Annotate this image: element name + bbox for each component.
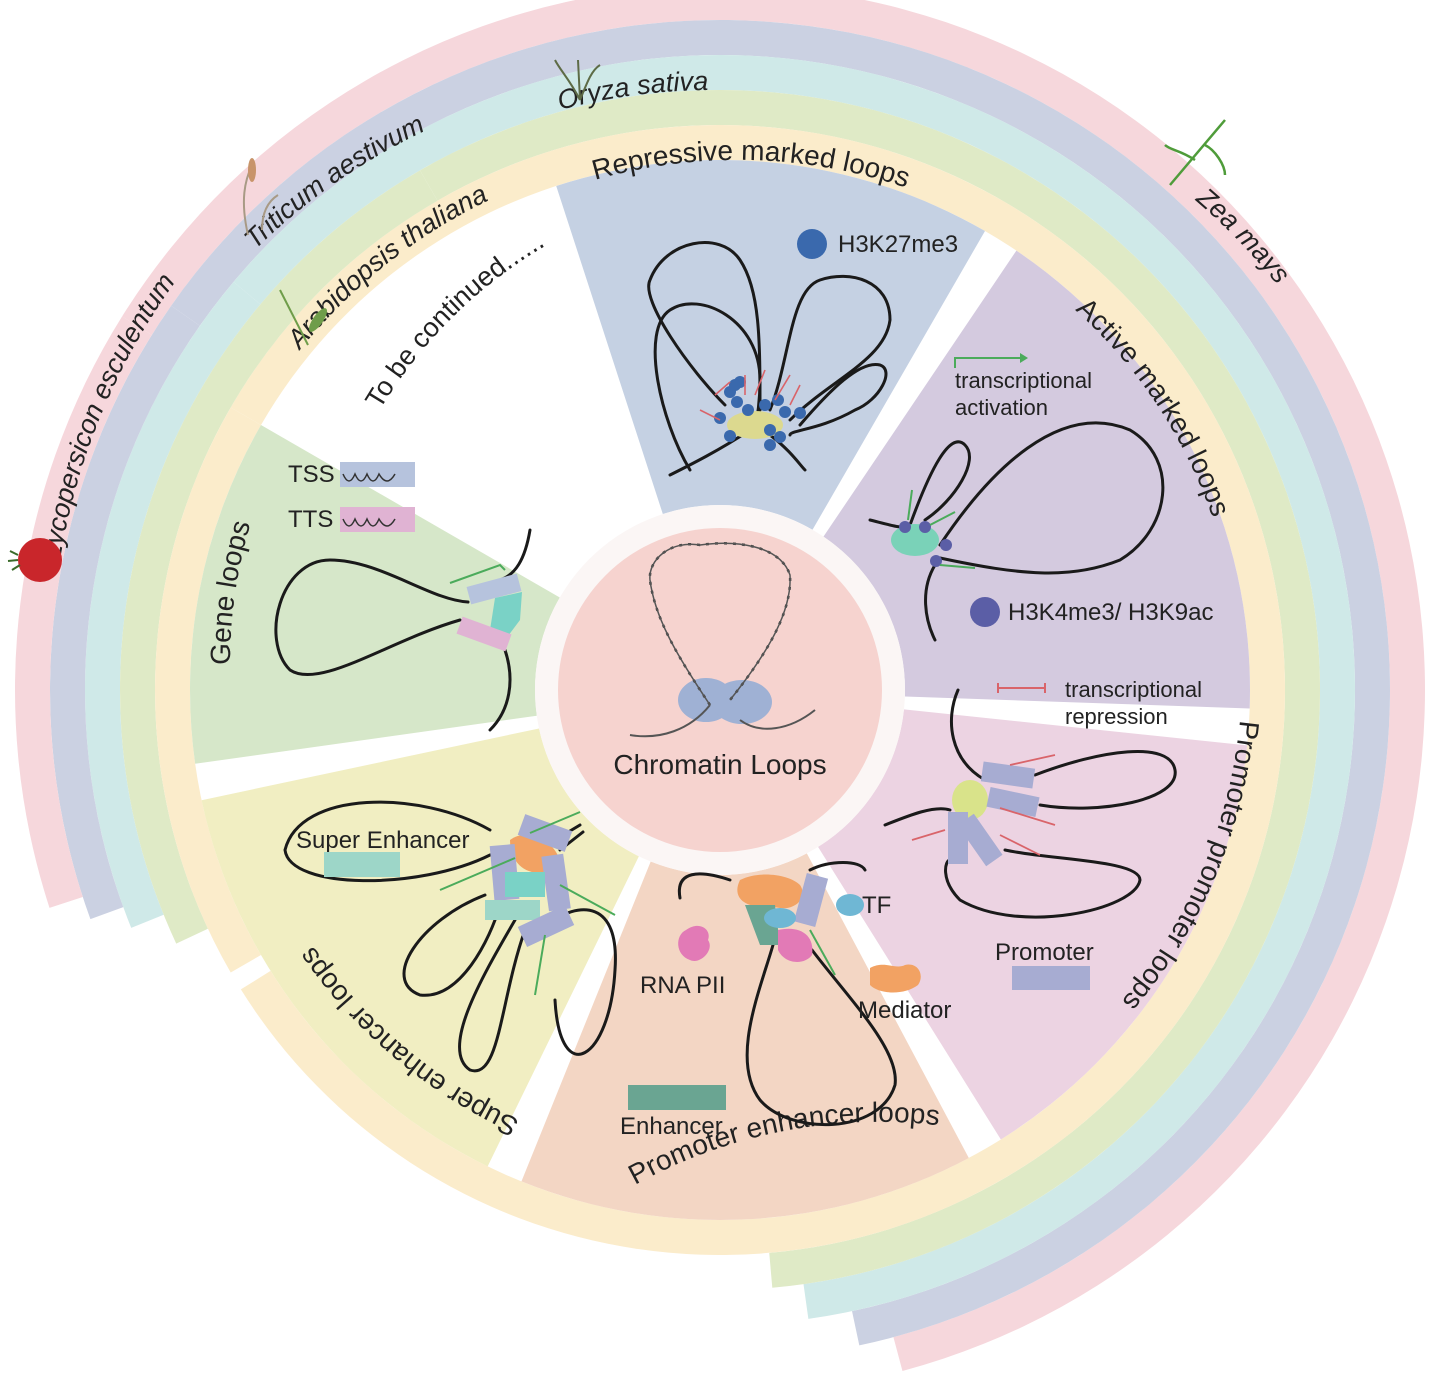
rna-pii-legend-label: RNA PII — [640, 972, 725, 999]
tss-legend-label: TSS — [288, 461, 335, 488]
central-chromatin-loop-icon — [629, 542, 816, 738]
species-ring-left-segment — [119, 170, 438, 944]
rna-pii-legend-icon — [678, 925, 710, 961]
mediator-legend-label: Mediator — [858, 997, 951, 1024]
species-ring-left-segment — [50, 305, 200, 920]
sector-gene — [190, 425, 560, 764]
h3k27me3-dot — [774, 431, 786, 443]
promoter-legend-swatch — [1012, 966, 1090, 990]
h3k27me3-dot — [742, 404, 754, 416]
tf-legend-label: TF — [862, 892, 891, 919]
promoter-promoter-illustration — [883, 688, 1177, 919]
h3k27me3-legend-dot — [797, 229, 827, 259]
chromatin-tail-right — [739, 709, 816, 730]
h3k27me3-legend-label: H3K27me3 — [838, 231, 958, 258]
h3k4me3-legend-label: H3K4me3/ H3K9ac — [1008, 599, 1213, 626]
h3k4me3-legend-dot — [970, 597, 1000, 627]
activation-arrowhead-icon — [1020, 353, 1028, 363]
center-title: Chromatin Loops — [613, 749, 826, 780]
promoter-enhancer-illustration — [677, 861, 897, 1127]
sector-promoter-enhancer — [521, 853, 969, 1220]
promoter-legend-label: Promoter — [995, 939, 1094, 966]
anchor-protein-right — [712, 680, 772, 724]
species-ring-left-segment — [14, 316, 152, 908]
h3k27me3-dot — [729, 379, 741, 391]
h3k27me3-marks — [699, 369, 806, 451]
h3k27me3-dot — [759, 399, 771, 411]
sector-repressive — [556, 160, 985, 530]
repressive-loops-illustration — [647, 241, 892, 477]
repression-mark — [789, 384, 801, 406]
tss-legend-swatch — [340, 462, 415, 487]
arabidopsis-icon — [279, 289, 328, 346]
rice-icon — [554, 59, 601, 101]
h3k27me3-dot — [764, 439, 776, 451]
repression-mark — [774, 374, 791, 401]
enhancer-legend-swatch — [628, 1085, 726, 1110]
super-enhancer-illustration — [283, 800, 617, 1073]
tts-legend-label: TTS — [288, 506, 333, 533]
super-enhancer-legend-swatch — [324, 852, 400, 877]
h3k27me3-dot — [724, 430, 736, 442]
enhancer-legend-label: Enhancer — [620, 1113, 723, 1140]
h3k27me3-dot — [731, 396, 743, 408]
activation-arrow-icon — [954, 357, 1020, 368]
h3k27me3-dot — [764, 424, 776, 436]
h3k27me3-dot — [772, 394, 784, 406]
sector-active — [823, 250, 1250, 709]
h3k27me3-dot — [779, 406, 791, 418]
mediator-legend-icon — [870, 964, 921, 993]
h3k27me3-dot — [794, 407, 806, 419]
sector-promoter-promoter — [818, 709, 1248, 1140]
repression-mark — [699, 409, 721, 421]
tss-chromatin-icon — [342, 472, 396, 482]
active-loops-illustration — [868, 421, 1165, 642]
species-ring-triticum — [233, 54, 1356, 1319]
chromatin-fiber-core — [649, 542, 791, 706]
super-enhancer-legend-label: Super Enhancer — [296, 827, 469, 854]
tts-chromatin-icon — [342, 517, 396, 527]
h3k27me3-dot — [714, 412, 726, 424]
tts-legend-swatch — [340, 507, 415, 532]
species-ring-arabidopsis-left — [155, 407, 262, 973]
repression-mark — [754, 369, 766, 396]
species-ring-left-segment — [84, 281, 261, 928]
wheat-icon — [242, 158, 279, 236]
repression-bar-icon — [997, 683, 1046, 693]
tomato-icon — [7, 538, 62, 582]
tf-legend-icon — [836, 894, 864, 916]
maize-icon — [1164, 119, 1227, 186]
gene-loop-illustration — [274, 528, 532, 732]
chromatin-tail-left — [629, 704, 711, 738]
species-rings — [14, 0, 1425, 1371]
repression-mark — [714, 381, 731, 396]
